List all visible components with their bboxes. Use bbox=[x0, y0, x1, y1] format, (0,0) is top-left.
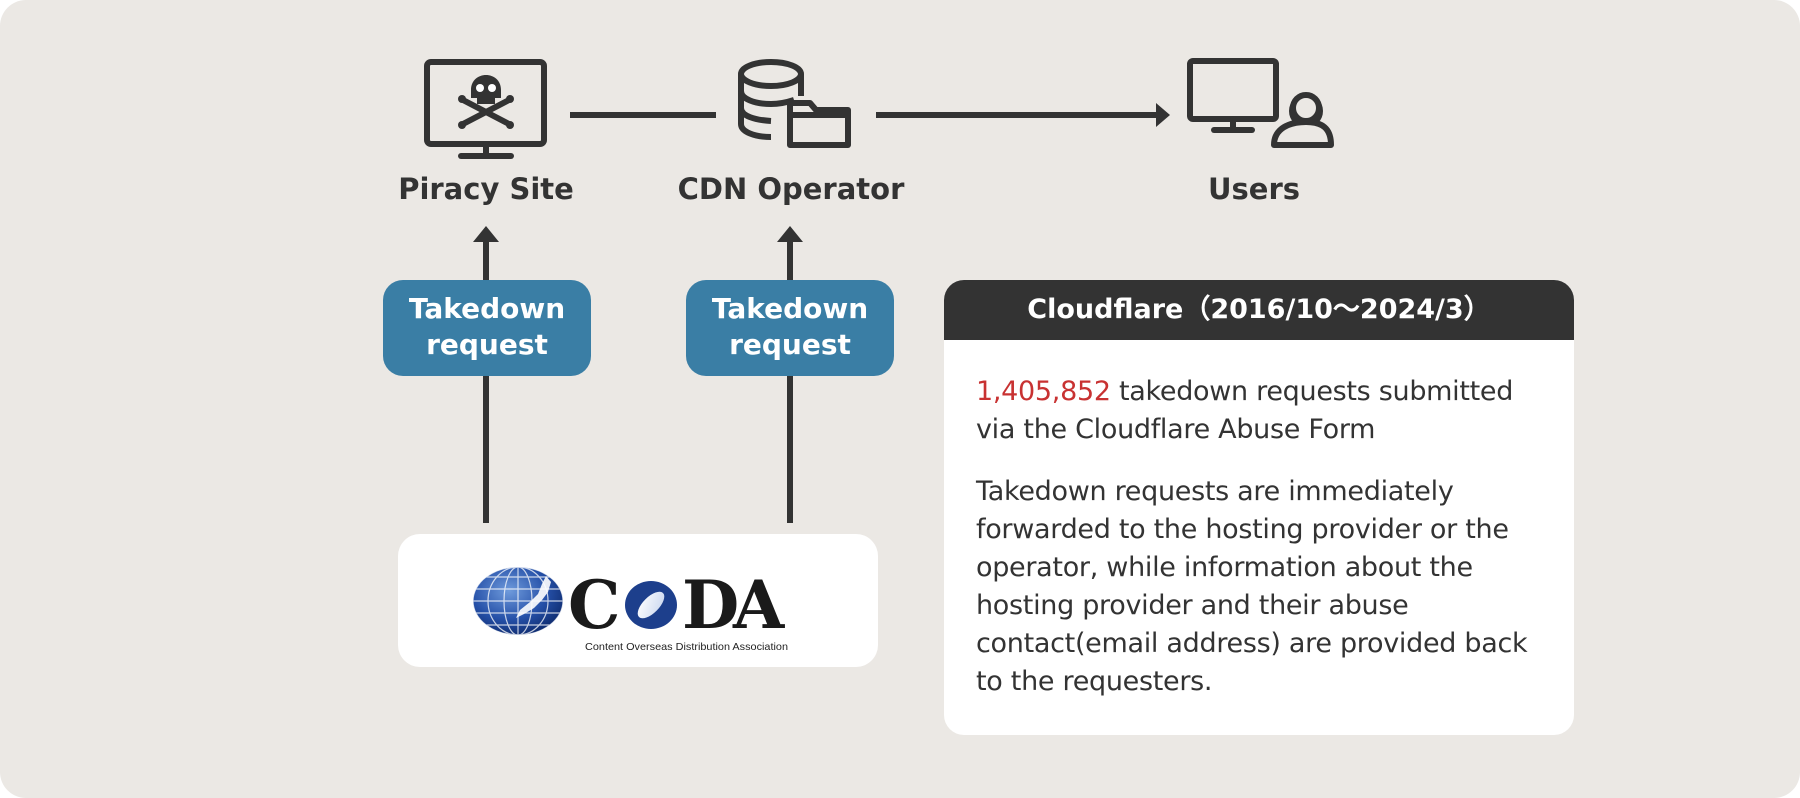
coda-wordmark: C D A bbox=[568, 566, 785, 644]
takedown-request-left: Takedown request bbox=[383, 280, 591, 376]
takedown-left-line2: request bbox=[426, 328, 548, 361]
piracy-site-label: Piracy Site bbox=[398, 172, 574, 206]
arrow-right-icon bbox=[1156, 103, 1170, 127]
cdn-operator-label: CDN Operator bbox=[677, 172, 905, 206]
takedown-stat: 1,405,852 takedown requests submitted vi… bbox=[976, 373, 1544, 449]
coda-subtitle: Content Overseas Distribution Associatio… bbox=[585, 641, 788, 653]
svg-text:D: D bbox=[682, 566, 739, 644]
takedown-right-line1: Takedown bbox=[711, 292, 869, 325]
coda-logo-card: C D A Content Overseas Distribution Asso… bbox=[398, 534, 878, 667]
globe-icon bbox=[472, 566, 564, 636]
info-card-header: Cloudflare（2016/10～2024/3） bbox=[944, 280, 1574, 340]
svg-text:A: A bbox=[732, 566, 785, 644]
info-description: Takedown requests are immediately forwar… bbox=[976, 476, 1528, 697]
takedown-right-line2: request bbox=[729, 328, 851, 361]
takedown-stat-text: takedown requests submitted via the Clou… bbox=[976, 376, 1514, 445]
coda-logo: C D A Content Overseas Distribution Asso… bbox=[472, 566, 788, 653]
users-label: Users bbox=[1207, 172, 1301, 206]
skull-monitor-icon bbox=[424, 59, 547, 159]
takedown-left-line1: Takedown bbox=[408, 292, 566, 325]
info-card-body: 1,405,852 takedown requests submitted vi… bbox=[944, 340, 1574, 701]
database-folder-icon bbox=[738, 59, 851, 148]
arrow-up-icon bbox=[473, 226, 499, 242]
arrowheads bbox=[473, 103, 1170, 242]
svg-text:C: C bbox=[568, 566, 621, 644]
takedown-count: 1,405,852 bbox=[976, 376, 1111, 407]
arrow-up-icon bbox=[777, 226, 803, 242]
cloudflare-info-card: Cloudflare（2016/10～2024/3） 1,405,852 tak… bbox=[944, 280, 1574, 735]
takedown-request-right: Takedown request bbox=[686, 280, 894, 376]
monitor-user-icon bbox=[1187, 58, 1334, 148]
